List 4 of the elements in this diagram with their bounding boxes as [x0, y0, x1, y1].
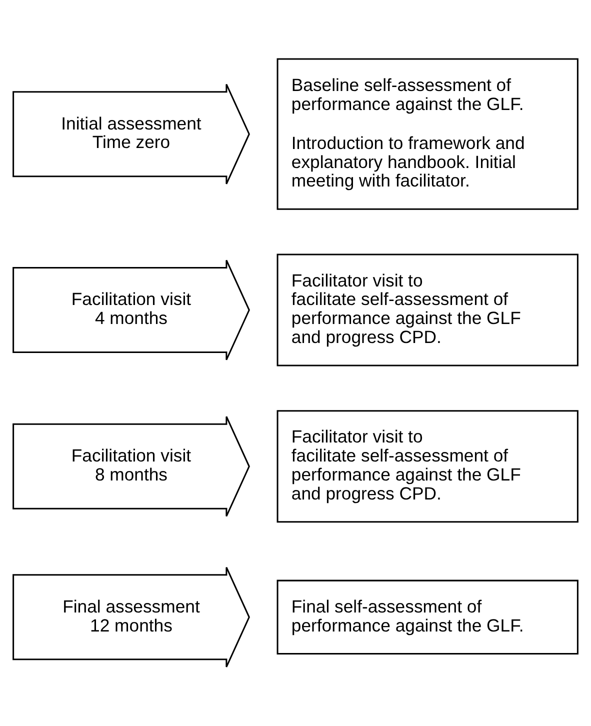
- node-box: Final self-assessment of performance against the GLF.: [276, 580, 578, 654]
- node-box: Facilitator visit to facilitate self-assessment of performance against the GLF and progress CPD.: [276, 410, 578, 523]
- node-box: Baseline self-assessment of performance against the GLF. Introduction to framework and explanatory handbook. Initial meeting with facilitator.: [276, 58, 578, 210]
- node-box: Facilitator visit to facilitate self-assessment of performance against the GLF and progress CPD.: [276, 254, 578, 366]
